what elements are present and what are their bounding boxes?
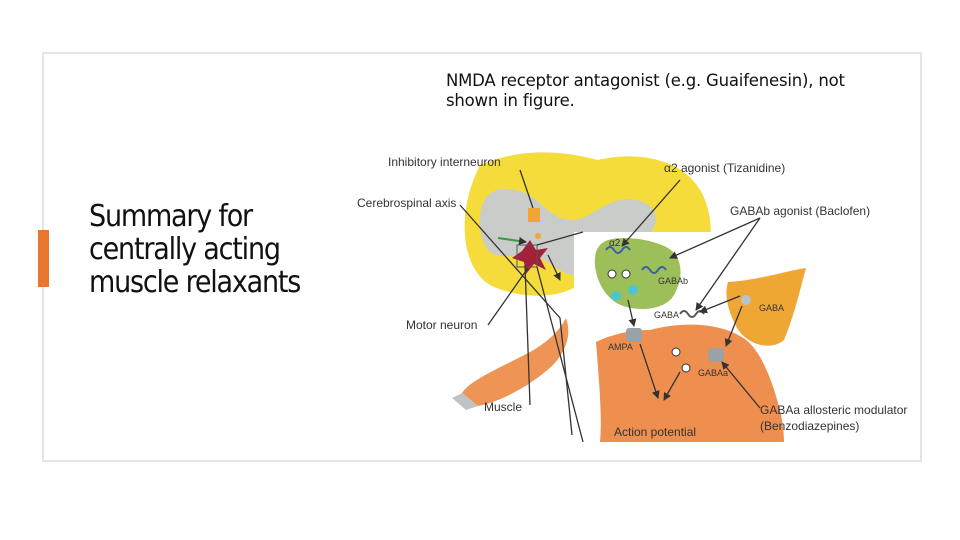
inset-source-box xyxy=(516,244,538,268)
muscle-tendon xyxy=(452,393,478,410)
connector-lines xyxy=(459,169,761,442)
ampa-receptor-icon xyxy=(626,328,642,342)
motor-output-arrow xyxy=(547,254,561,281)
interneuron-green-arrow xyxy=(497,237,527,245)
benzodiazepine-arrow xyxy=(721,361,761,409)
label-cerebrospinal-axis: Cerebrospinal axis xyxy=(357,196,456,210)
label-action-potential: Action potential xyxy=(614,425,696,439)
inhibit-sign-2 xyxy=(621,269,631,279)
gaba-neuron xyxy=(726,268,806,346)
nmda-note: NMDA receptor antagonist (e.g. Guaifenes… xyxy=(446,71,866,111)
interneuron-line xyxy=(519,169,534,209)
inhibit-sign-4 xyxy=(681,363,691,373)
muscle-line xyxy=(524,264,531,406)
muscle-shape xyxy=(462,318,569,406)
label-ampa: AMPA xyxy=(608,342,633,352)
gaba-vesicle xyxy=(741,295,751,305)
inhibit-sign-1 xyxy=(607,269,617,279)
presynaptic-to-ampa-arrow xyxy=(627,299,637,327)
label-alpha2-receptor: α2 xyxy=(609,238,621,249)
label-alpha2-agonist: α2 agonist (Tizanidine) xyxy=(664,161,785,175)
motor-neuron-body xyxy=(512,240,548,274)
vesicle-1 xyxy=(611,291,621,301)
gabab-agonist-arrow xyxy=(669,217,761,259)
note-line-1: NMDA receptor antagonist (e.g. Guaifenes… xyxy=(446,71,845,90)
inset-link-line-2 xyxy=(536,266,584,442)
alpha2-agonist-arrow xyxy=(621,179,681,247)
slide-title: Summary for centrally acting muscle rela… xyxy=(89,200,349,299)
inhibit-sign-3 xyxy=(671,347,681,357)
action-potential-arrow xyxy=(639,343,660,399)
label-gabab-agonist: GABAb agonist (Baclofen) xyxy=(730,204,870,218)
gabaa-receptor-icon xyxy=(708,348,724,362)
label-gabaa-modulator: GABAa allosteric modulator xyxy=(760,403,907,417)
vesicle-2 xyxy=(628,285,638,295)
accent-bar xyxy=(38,230,49,287)
gaba-to-gabaa-arrow xyxy=(724,305,743,347)
cerebrospinal-axis-line xyxy=(459,204,573,436)
label-motor-neuron: Motor neuron xyxy=(406,318,477,332)
interneuron-terminal xyxy=(535,233,541,239)
interneuron-soma xyxy=(528,208,540,222)
action-potential-arrow-2 xyxy=(663,371,681,401)
label-gabaa-receptor: GABAa xyxy=(698,368,728,378)
alpha2-receptor-icon xyxy=(605,246,631,254)
label-muscle: Muscle xyxy=(484,400,522,414)
title-line-2: centrally acting xyxy=(89,232,281,267)
title-line-1: Summary for xyxy=(89,199,253,234)
note-line-2: shown in figure. xyxy=(446,91,575,110)
gabab-agonist-arrow-2 xyxy=(695,217,761,311)
motor-neuron-line xyxy=(487,267,529,326)
label-gaba-right: GABA xyxy=(759,303,784,313)
gaba-to-gabab-arrow xyxy=(699,295,741,314)
label-benzodiazepines: (Benzodiazepines) xyxy=(760,419,859,433)
inset-link-line-1 xyxy=(536,231,584,246)
title-line-3: muscle relaxants xyxy=(89,265,301,300)
gabab-receptor-icon xyxy=(641,266,667,274)
muscle-relaxant-mechanism-diagram: Inhibitory interneuron Cerebrospinal axi… xyxy=(357,152,907,442)
label-inhibitory-interneuron: Inhibitory interneuron xyxy=(388,155,501,169)
label-gabab-receptor: GABAb xyxy=(658,276,688,286)
label-gaba-left: GABA xyxy=(654,310,679,320)
